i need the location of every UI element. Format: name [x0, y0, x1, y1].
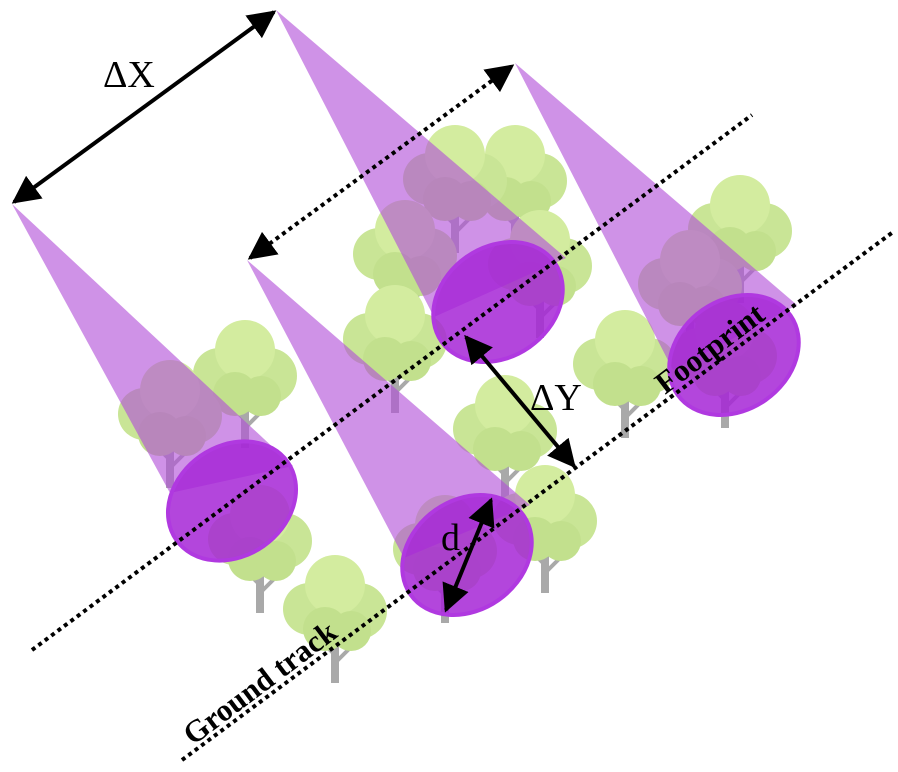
laser-beam-2	[247, 260, 530, 558]
ground-track-line-2	[180, 230, 895, 762]
delta-y-label: ΔY	[530, 377, 582, 419]
delta-x-label: ΔX	[103, 54, 155, 96]
diameter-label: d	[441, 517, 460, 559]
delta-x-arrow	[11, 10, 277, 204]
diameter-arrow	[442, 497, 495, 613]
delta-y-arrow	[464, 334, 576, 469]
ground-tracks	[30, 113, 895, 762]
laser-beam-4	[515, 63, 797, 370]
ground-track-line-1	[30, 113, 754, 652]
ground-track-label: Ground track	[176, 613, 344, 751]
laser-beam-1	[12, 204, 293, 493]
delta-x-dotted-arrow	[247, 64, 515, 260]
